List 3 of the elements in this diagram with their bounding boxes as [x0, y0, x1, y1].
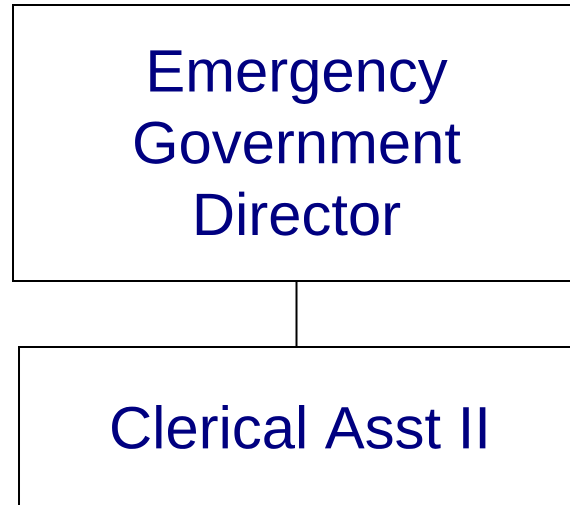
connector-line: [296, 282, 298, 346]
org-box: Emergency Government Director: [12, 4, 570, 282]
org-box: Clerical Asst II: [18, 346, 570, 505]
